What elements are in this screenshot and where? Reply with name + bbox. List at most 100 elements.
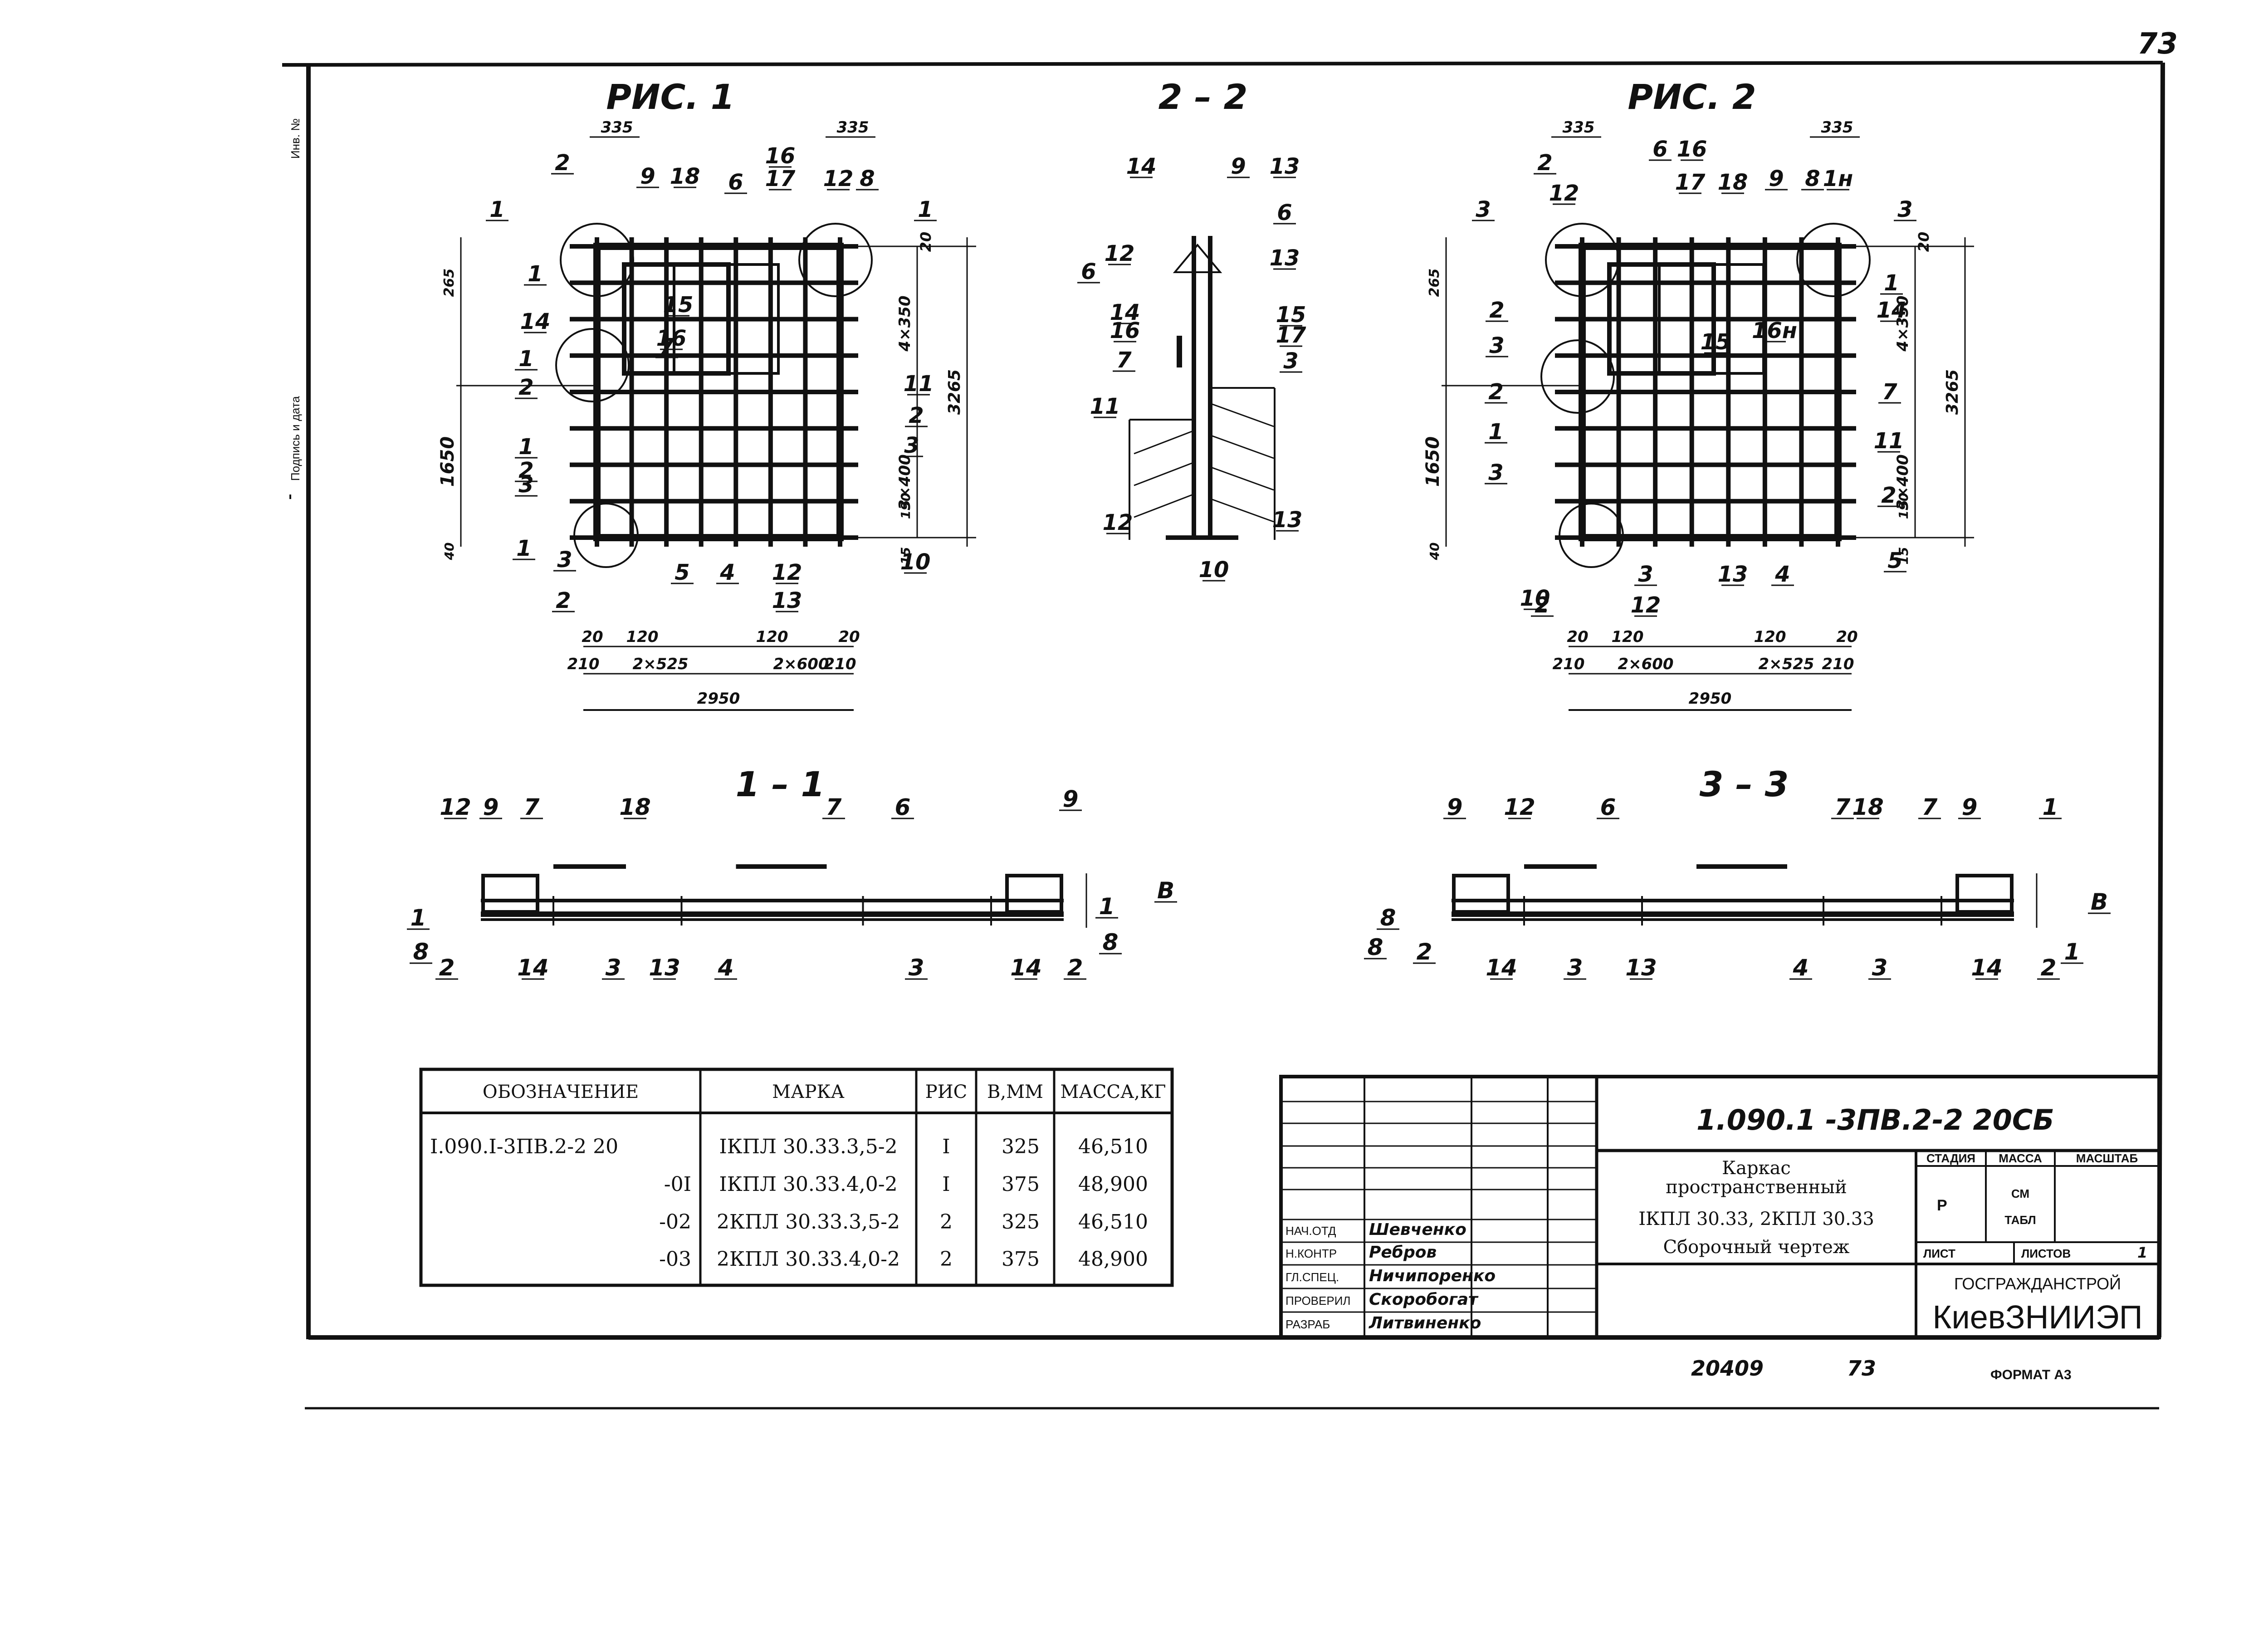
callout-number: 7 — [659, 334, 675, 359]
callout-number: 2 — [1067, 955, 1083, 981]
dim-label: 4×350 — [1894, 295, 1912, 352]
dim-label: 2×525 — [1758, 655, 1814, 673]
callout-number: В — [1157, 877, 1174, 904]
hatch — [1211, 435, 1274, 459]
org-name-1: ГОСГРАЖДАНСТРОЙ — [1954, 1274, 2121, 1293]
sheets-value: 1 — [2137, 1244, 2147, 1261]
table-cell-fig: 2 — [940, 1248, 953, 1271]
callout-number: 14 — [1971, 955, 2003, 981]
table-header-mark: МАРКА — [772, 1082, 844, 1102]
callout-number: 3 — [904, 433, 919, 458]
callout-number: 2 — [1488, 379, 1503, 405]
callout-number: 10 — [900, 549, 931, 575]
signature-name: Шевченко — [1369, 1220, 1466, 1239]
dim-label: 2950 — [697, 690, 740, 708]
callout-number: 12 — [1549, 181, 1579, 206]
signature-role: ГЛ.СПЕЦ. — [1286, 1270, 1339, 1284]
signature-name: Ребров — [1369, 1243, 1437, 1262]
callout-number: 2 — [518, 375, 533, 400]
dim-label: 190 — [898, 493, 913, 519]
detail-circle — [560, 223, 634, 297]
hatch — [1211, 466, 1274, 491]
callout-number: 5 — [1887, 548, 1902, 573]
stage-label: СТАДИЯ — [1926, 1151, 1975, 1165]
table-cell-mark: IКПЛ 30.33.3,5-2 — [719, 1135, 897, 1158]
callout-number: 8 — [1805, 166, 1820, 191]
callout-number: 12 — [440, 794, 471, 820]
signature-name: Скоробогат — [1369, 1290, 1479, 1309]
callout-number: 12 — [1631, 593, 1661, 618]
callout-number: 7 — [1116, 348, 1132, 373]
signature-role: РАЗРАБ — [1286, 1317, 1330, 1331]
callout-number: 6 — [1600, 794, 1616, 820]
callout-number: 1 — [489, 197, 504, 222]
dim-label: 210 — [567, 655, 600, 673]
dim-label: 120 — [756, 628, 788, 646]
callout-number: 17 — [1276, 323, 1306, 348]
callout-number: 18 — [619, 794, 651, 820]
callout-number: 2 — [518, 458, 533, 483]
dim-label: 3265 — [945, 369, 964, 415]
callout-number: 1н — [1823, 166, 1853, 191]
table-header-b-mm: В,ММ — [987, 1082, 1043, 1102]
callout-number: 6 — [1081, 259, 1096, 284]
table-cell-b-mm: 375 — [1002, 1248, 1040, 1271]
dim-label: 335 — [601, 118, 633, 137]
callout-number: 7 — [1835, 794, 1851, 820]
callout-number: 17 — [765, 166, 796, 191]
callout-number: 1 — [518, 434, 533, 460]
callout-number: 6 — [895, 794, 911, 820]
callout-number: 7 — [524, 794, 540, 820]
callout-number: 3 — [1489, 333, 1504, 358]
callout-number: 1 — [516, 536, 531, 561]
callout-number: 10 — [1520, 586, 1550, 611]
detail-circle — [1545, 223, 1619, 297]
callout-number: 1 — [2043, 794, 2058, 820]
end-channel — [1955, 874, 2014, 914]
dim-label: 210 — [824, 655, 856, 673]
table-cell-mark: IКПЛ 30.33.4,0-2 — [719, 1173, 897, 1196]
callout-number: 15 — [663, 292, 694, 318]
callout-number: 14 — [1110, 300, 1140, 325]
callout-number: 2 — [1417, 939, 1432, 965]
end-channel — [1005, 874, 1063, 914]
dim-label: 4×350 — [896, 295, 914, 352]
callout-number: 1 — [2064, 939, 2080, 965]
callout-number: 16 — [765, 143, 796, 169]
detail-circle — [1796, 223, 1871, 297]
table-header-fig: РИС — [925, 1082, 967, 1102]
table-header-mass: МАССА,КГ — [1061, 1082, 1166, 1102]
dim-label: 3×400 — [1894, 454, 1912, 510]
item-name-line3: IКПЛ 30.33, 2КПЛ 30.33 — [1638, 1209, 1874, 1229]
detail-circle — [798, 223, 873, 297]
callout-number: 13 — [1270, 154, 1300, 179]
callout-number: 1 — [411, 905, 426, 931]
callout-number: 10 — [1199, 557, 1229, 583]
dim-label: 210 — [1822, 655, 1854, 673]
margin-signature-label: Подпись и дата — [288, 396, 302, 481]
sheets-label: ЛИСТОВ — [2021, 1247, 2071, 1260]
bottom-page: 73 — [1847, 1356, 1876, 1381]
dim-label: 265 — [441, 269, 457, 297]
mass-value-1: СМ — [2011, 1187, 2029, 1200]
format-label: ФОРМАТ А3 — [1990, 1367, 2072, 1382]
embedded-part-box — [1658, 263, 1765, 375]
callout-number: 3 — [606, 955, 621, 981]
dim-label: 265 — [1427, 269, 1442, 297]
callout-number: 9 — [1962, 794, 1978, 820]
callout-number: 13 — [772, 588, 802, 613]
callout-number: 18 — [1718, 170, 1748, 195]
hatch — [1134, 430, 1193, 455]
callout-number: 1 — [1884, 270, 1899, 296]
item-name-line2: пространственный — [1666, 1177, 1847, 1198]
dim-label: 120 — [1754, 628, 1786, 646]
callout-number: 6 — [1652, 137, 1667, 162]
scale-label: МАСШТАБ — [2076, 1151, 2138, 1165]
loop-detail — [1173, 243, 1222, 273]
section33-title: 3 – 3 — [1700, 764, 1789, 804]
